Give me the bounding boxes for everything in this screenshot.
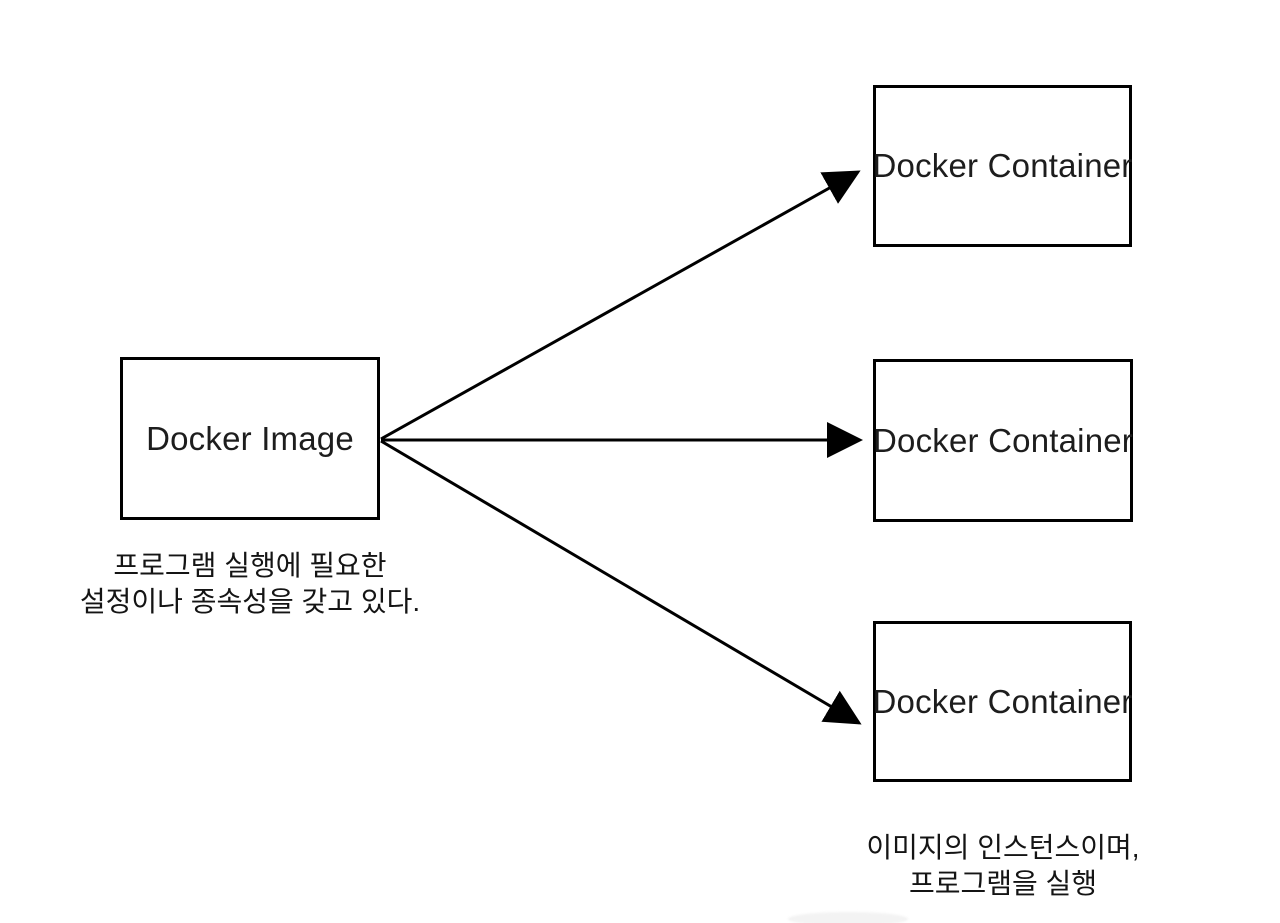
docker-container-annotation-line-1: 이미지의 인스턴스이며, [866,832,1140,863]
docker-container-node-2: Docker Container [873,359,1133,522]
docker-container-annotation: 이미지의 인스턴스이며, 프로그램을 실행 [813,830,1193,902]
docker-container-node-1: Docker Container [873,85,1132,247]
docker-container-node-3: Docker Container [873,621,1132,782]
docker-image-annotation-line-1: 프로그램 실행에 필요한 [113,550,387,581]
docker-container-label-2: Docker Container [873,421,1133,459]
docker-container-annotation-line-2: 프로그램을 실행 [908,868,1098,899]
arrow-image-to-container-3 [380,439,862,725]
docker-image-label: Docker Image [146,419,354,457]
docker-image-node: Docker Image [120,357,380,520]
arrow-image-to-container-1 [380,170,861,441]
docker-image-annotation: 프로그램 실행에 필요한 설정이나 종속성을 갖고 있다. [40,548,460,620]
docker-container-label-3: Docker Container [872,682,1133,720]
bottom-edge-artifact [788,912,908,923]
docker-container-label-1: Docker Container [872,147,1133,184]
docker-image-annotation-line-2: 설정이나 종속성을 갖고 있다. [79,586,421,617]
